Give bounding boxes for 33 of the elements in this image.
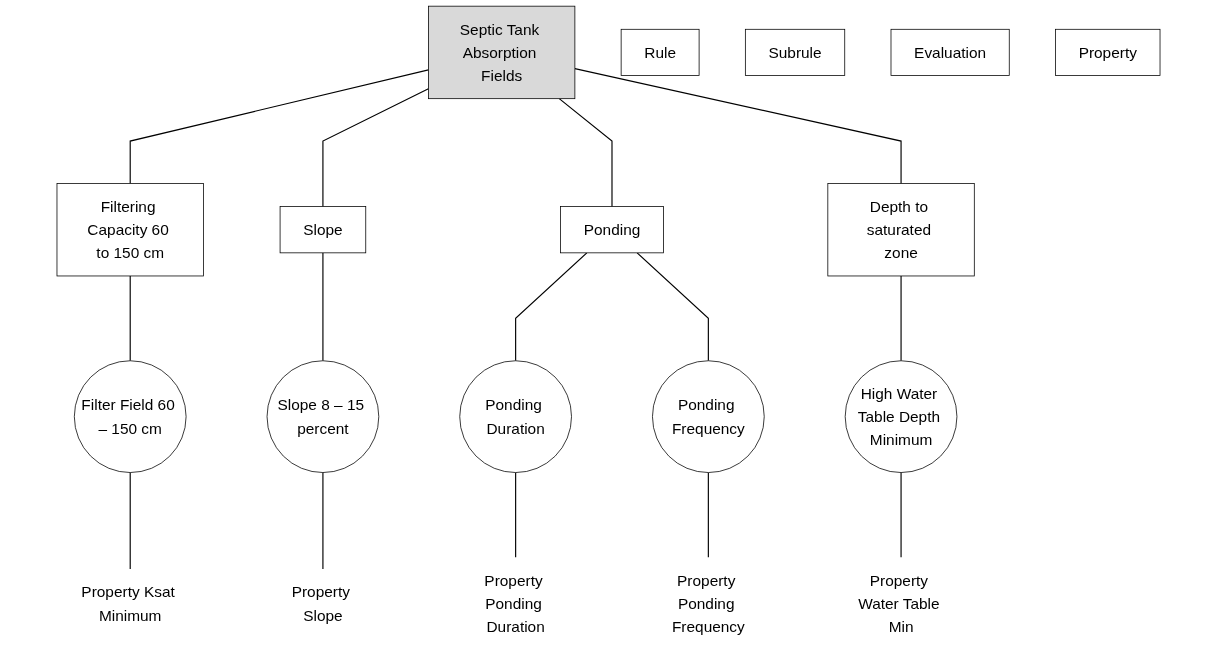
node-circle: Ponding Duration bbox=[459, 360, 572, 473]
node-circle: Filter Field 60 – 150 cm bbox=[73, 360, 187, 473]
node-circle: High Water Table Depth Minimum bbox=[844, 360, 958, 473]
connector bbox=[322, 471, 324, 570]
node-text: Property Slope bbox=[291, 583, 350, 624]
node-text: Property Ksat Minimum bbox=[81, 583, 175, 624]
node-box: Slope bbox=[279, 206, 367, 254]
node-box: Evaluation bbox=[890, 28, 1010, 76]
node-box: Property bbox=[1055, 28, 1161, 76]
node-box: Septic Tank Absorption Fields bbox=[428, 5, 576, 100]
node-box: Rule bbox=[620, 28, 700, 76]
connector bbox=[129, 69, 429, 185]
node-box: Depth to saturated zone bbox=[827, 183, 975, 277]
node-circle: Ponding Frequency bbox=[652, 360, 765, 473]
connector bbox=[515, 252, 588, 362]
connector bbox=[129, 275, 131, 362]
node-box: Subrule bbox=[744, 28, 846, 76]
connector bbox=[636, 252, 709, 362]
node-text: Property Water Table Min bbox=[858, 571, 940, 636]
node-box: Ponding bbox=[560, 206, 664, 254]
connector bbox=[707, 471, 709, 558]
node-circle: Slope 8 – 15 percent bbox=[266, 360, 380, 473]
node-text: Property Ponding Duration bbox=[484, 571, 545, 636]
connector bbox=[900, 275, 902, 362]
node-text: Property Ponding Frequency bbox=[671, 571, 745, 636]
connector bbox=[129, 471, 131, 570]
node-box: Filtering Capacity 60 to 150 cm bbox=[56, 183, 204, 277]
connector bbox=[900, 471, 902, 558]
connector bbox=[574, 68, 902, 185]
connector bbox=[322, 252, 324, 362]
connector bbox=[558, 98, 613, 208]
connector bbox=[515, 471, 517, 558]
connector bbox=[322, 88, 429, 208]
